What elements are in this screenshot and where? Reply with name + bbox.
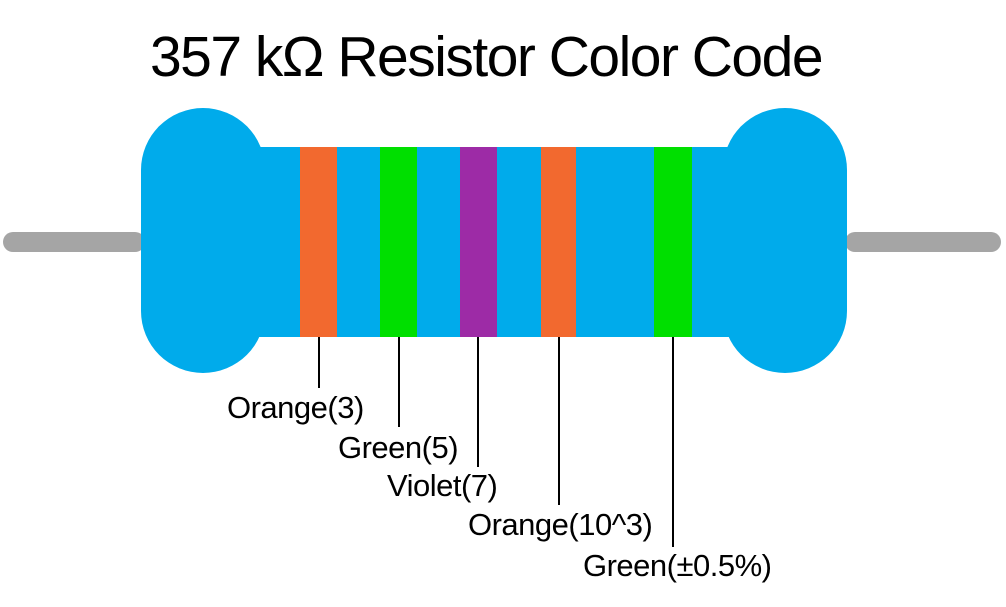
color-band-digit-1 bbox=[300, 147, 337, 337]
leader-line-digit-3 bbox=[477, 337, 479, 467]
band-label-tolerance: Green(±0.5%) bbox=[583, 548, 772, 583]
page-title: 357 kΩ Resistor Color Code bbox=[149, 25, 824, 89]
leader-line-tolerance bbox=[672, 337, 674, 547]
color-band-digit-3 bbox=[460, 147, 497, 337]
resistor-lead-left-wire bbox=[3, 232, 145, 252]
color-band-tolerance bbox=[654, 147, 692, 337]
band-label-digit-2: Green(5) bbox=[338, 430, 459, 465]
leader-line-digit-1 bbox=[318, 337, 320, 388]
band-label-digit-1: Orange(3) bbox=[227, 390, 364, 425]
band-label-multiplier: Orange(10^3) bbox=[468, 507, 653, 542]
resistor-lead-right-wire bbox=[845, 232, 1001, 252]
color-band-digit-2 bbox=[380, 147, 417, 337]
leader-line-multiplier bbox=[558, 337, 560, 505]
color-band-multiplier bbox=[541, 147, 576, 337]
band-label-digit-3: Violet(7) bbox=[387, 468, 498, 503]
leader-line-digit-2 bbox=[398, 337, 400, 427]
